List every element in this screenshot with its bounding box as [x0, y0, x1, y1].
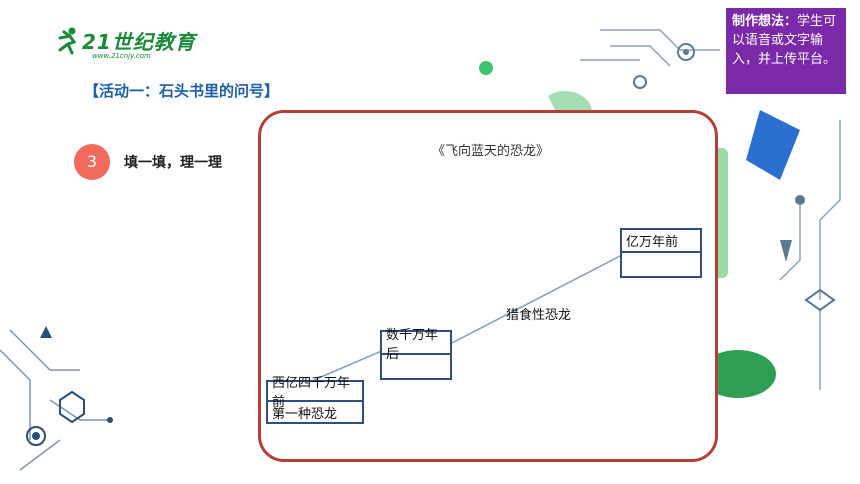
- timeline-box-first[interactable]: 西亿四千万年前 第一种恐龙: [266, 376, 364, 424]
- timeline-box-third[interactable]: 亿万年前: [620, 228, 702, 278]
- book-title: 《飞向蓝天的恐龙》: [432, 144, 550, 159]
- timeline-box-second[interactable]: 数千万年后: [380, 328, 452, 380]
- timeline-box-second-label: 数千万年后: [382, 328, 450, 362]
- timeline-diagram: 西亿四千万年前 第一种恐龙 数千万年后 亿万年前 猎食性恐龙: [266, 210, 710, 432]
- design-note-body: 学生可以语音或文字输入，并上传平台。: [732, 14, 837, 67]
- step-label: 填一填，理一理: [124, 155, 222, 171]
- logo: 21世纪教育 www.21cnjy.com: [52, 24, 202, 68]
- design-note-heading: 制作想法：: [732, 14, 798, 29]
- timeline-box-first-label: 西亿四千万年前: [268, 376, 362, 410]
- timeline-box-third-value[interactable]: [622, 253, 700, 276]
- activity-title: 【活动一：石头书里的问号】: [84, 82, 280, 100]
- step-number-badge: 3: [74, 144, 110, 180]
- timeline-box-third-label: 亿万年前: [622, 230, 700, 253]
- logo-url: www.21cnjy.com: [92, 52, 151, 60]
- design-note: 制作想法：学生可以语音或文字输入，并上传平台。: [726, 8, 846, 94]
- connector-lines: [313, 253, 625, 381]
- logo-brand: 21世纪教育: [82, 30, 196, 54]
- timeline-box-first-value[interactable]: 第一种恐龙: [272, 406, 338, 422]
- runner-icon: [58, 27, 77, 55]
- connector-label: 猎食性恐龙: [506, 308, 572, 323]
